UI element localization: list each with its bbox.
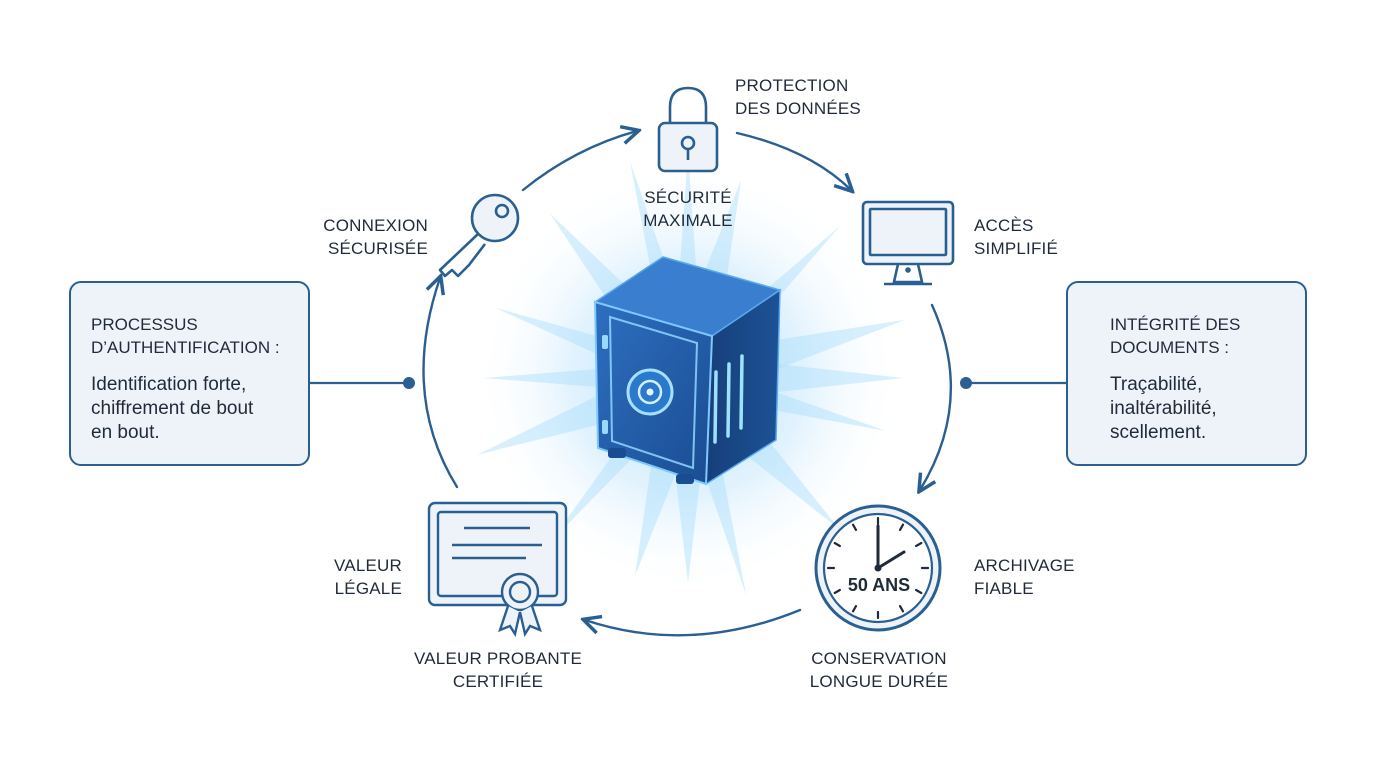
authentication-title-line1: PROCESSUS bbox=[91, 315, 198, 334]
monitor-icon bbox=[861, 200, 955, 286]
authentication-box-body: Identification forte, chiffrement de bou… bbox=[91, 373, 290, 445]
arrow-monitor-to-clock bbox=[920, 303, 952, 490]
integrity-box: INTÉGRITÉ DES DOCUMENTS : Traçabilité, i… bbox=[1066, 281, 1307, 466]
authentication-box-title: PROCESSUS D’AUTHENTIFICATION : bbox=[91, 313, 290, 359]
connector-left bbox=[310, 377, 415, 389]
certificate-icon bbox=[427, 501, 568, 638]
authentication-body-line2: chiffrement de bout bbox=[91, 398, 254, 419]
label-valeur-legale: VALEUR LÉGALE bbox=[300, 554, 402, 600]
clock-tick bbox=[915, 588, 923, 595]
integrity-title-line1: INTÉGRITÉ DES bbox=[1110, 315, 1241, 334]
label-archivage-line2: FIABLE bbox=[974, 579, 1034, 598]
arrow-key-to-lock bbox=[521, 131, 637, 192]
integrity-body-line3: scellement. bbox=[1110, 422, 1207, 443]
label-securite-line1: SÉCURITÉ bbox=[644, 188, 732, 207]
label-connexion: CONNEXION SÉCURISÉE bbox=[290, 214, 428, 260]
authentication-body-line3: en bout. bbox=[91, 422, 160, 443]
clock-tick bbox=[851, 523, 858, 531]
arrow-certificate-to-key bbox=[422, 278, 459, 489]
arrow-lock-to-monitor bbox=[735, 131, 851, 190]
clock-label: 50 ANS bbox=[847, 575, 911, 595]
label-protection: PROTECTION DES DONNÉES bbox=[735, 74, 861, 120]
label-conservation: CONSERVATION LONGUE DURÉE bbox=[790, 647, 968, 693]
label-valeur-probante: VALEUR PROBANTE CERTIFIÉE bbox=[398, 647, 598, 693]
cycle-arrows bbox=[422, 131, 952, 637]
label-valeur-legale-line2: LÉGALE bbox=[334, 579, 402, 598]
label-acces-line2: SIMPLIFIÉ bbox=[974, 239, 1058, 258]
label-valeur-probante-line2: CERTIFIÉE bbox=[452, 672, 544, 691]
integrity-box-title: INTÉGRITÉ DES DOCUMENTS : bbox=[1110, 313, 1287, 359]
label-connexion-line2: SÉCURISÉE bbox=[327, 239, 428, 258]
clock-tick bbox=[915, 541, 923, 548]
label-protection-line2: DES DONNÉES bbox=[735, 99, 861, 118]
label-conservation-line1: CONSERVATION bbox=[811, 649, 947, 668]
safe-icon bbox=[593, 256, 782, 486]
lock-icon bbox=[657, 86, 719, 173]
integrity-box-body: Traçabilité, inaltérabilité, scellement. bbox=[1110, 373, 1287, 445]
key-icon bbox=[438, 193, 520, 278]
label-archivage-line1: ARCHIVAGE bbox=[974, 556, 1075, 575]
label-conservation-line2: LONGUE DURÉE bbox=[809, 672, 949, 691]
arrow-clock-to-certificate bbox=[585, 608, 802, 637]
label-protection-line1: PROTECTION bbox=[735, 76, 849, 95]
integrity-body-line1: Traçabilité, bbox=[1110, 374, 1203, 395]
clock-tick bbox=[833, 588, 841, 595]
authentication-body-line1: Identification forte, bbox=[91, 374, 247, 395]
label-connexion-line1: CONNEXION bbox=[323, 216, 428, 235]
clock-tick bbox=[851, 605, 858, 613]
label-valeur-legale-line1: VALEUR bbox=[334, 556, 402, 575]
label-archivage: ARCHIVAGE FIABLE bbox=[974, 554, 1075, 600]
label-acces: ACCÈS SIMPLIFIÉ bbox=[974, 214, 1058, 260]
connector-right bbox=[960, 377, 1066, 389]
clock-tick bbox=[898, 605, 905, 613]
authentication-title-line2: D’AUTHENTIFICATION : bbox=[91, 338, 280, 357]
label-valeur-probante-line1: VALEUR PROBANTE bbox=[413, 649, 582, 668]
clock-icon bbox=[814, 504, 942, 632]
clock-tick bbox=[833, 541, 841, 548]
integrity-body-line2: inaltérabilité, bbox=[1110, 398, 1217, 419]
authentication-box: PROCESSUS D’AUTHENTIFICATION : Identific… bbox=[69, 281, 310, 466]
label-acces-line1: ACCÈS bbox=[974, 216, 1034, 235]
label-securite: SÉCURITÉ MAXIMALE bbox=[618, 186, 758, 232]
label-securite-line2: MAXIMALE bbox=[643, 211, 733, 230]
clock-tick bbox=[898, 523, 905, 531]
integrity-title-line2: DOCUMENTS : bbox=[1110, 338, 1229, 357]
